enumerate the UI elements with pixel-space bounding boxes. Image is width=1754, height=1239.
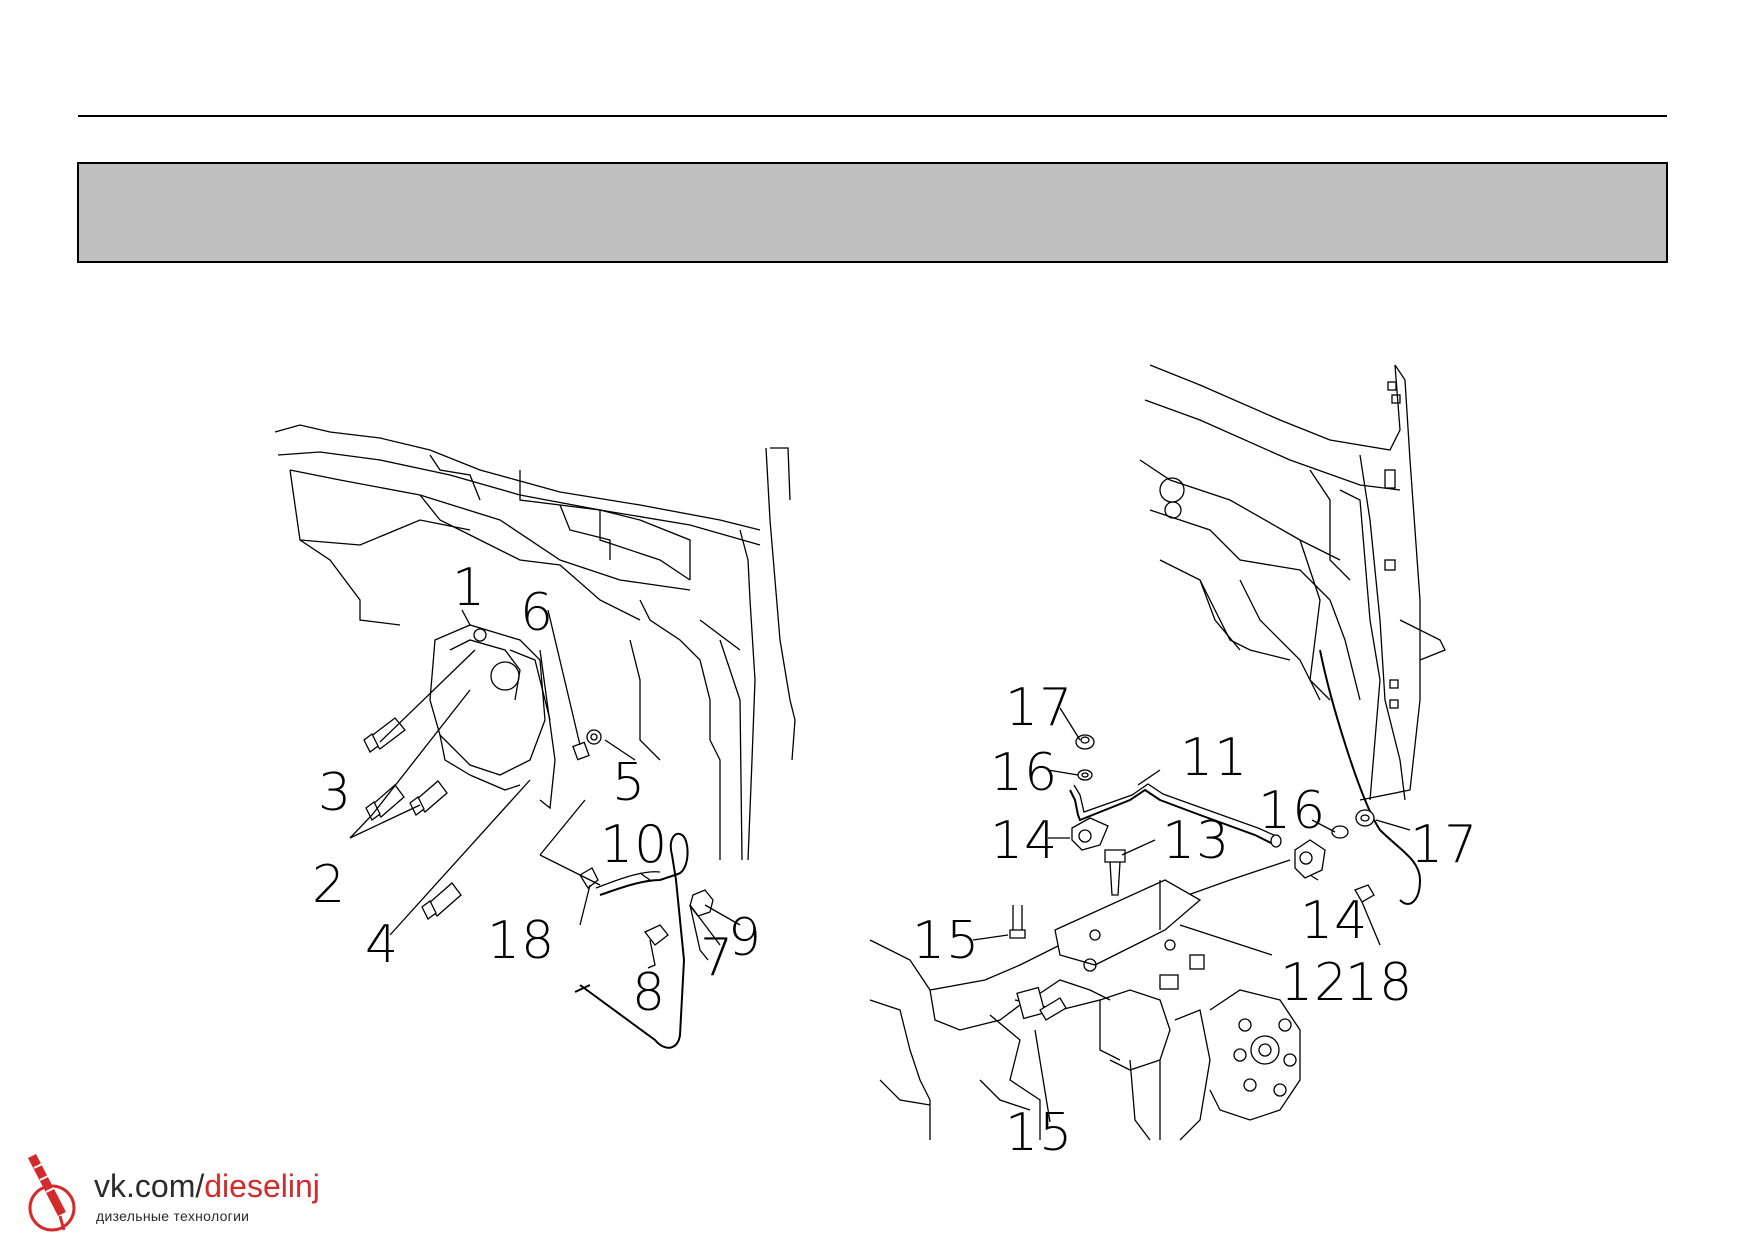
callout-7: 7 xyxy=(700,928,734,988)
watermark-subtitle: дизельные технологии xyxy=(96,1208,250,1224)
callout-11: 11 xyxy=(1180,728,1248,788)
washer-16-right-icon xyxy=(1331,825,1349,839)
watermark-url-highlight: dieselinj xyxy=(204,1168,320,1204)
watermark-url[interactable]: vk.com/dieselinj xyxy=(94,1168,320,1205)
nut-17-left-icon xyxy=(1075,734,1095,750)
right-exploded-view xyxy=(869,364,1446,1141)
callout-14-left: 14 xyxy=(990,811,1058,871)
callout-13: 13 xyxy=(1162,811,1230,871)
callout-9: 9 xyxy=(728,908,762,968)
watermark-url-prefix: vk.com/ xyxy=(94,1168,205,1204)
left-exploded-view xyxy=(274,424,796,1049)
callout-1: 1 xyxy=(452,558,486,618)
bolt-2a-icon xyxy=(365,784,405,821)
callout-16-right: 16 xyxy=(1258,781,1326,841)
top-rule xyxy=(78,115,1667,117)
washer-16-left-icon xyxy=(1077,769,1093,781)
header-band xyxy=(77,162,1668,263)
injector-logo-icon xyxy=(28,1154,76,1232)
callout-3: 3 xyxy=(318,763,352,823)
bolt-2b-icon xyxy=(409,780,448,816)
callout-4: 4 xyxy=(365,915,399,975)
callout-16-left: 16 xyxy=(990,743,1058,803)
nut-17-right-icon xyxy=(1355,809,1375,827)
callout-12: 12 xyxy=(1280,953,1348,1013)
callout-17-right: 17 xyxy=(1410,815,1478,875)
callout-6: 6 xyxy=(520,583,554,643)
callout-5: 5 xyxy=(612,753,646,813)
callout-18-left: 18 xyxy=(487,911,555,971)
left-callouts: 1 2 3 4 5 6 7 8 9 10 18 xyxy=(312,558,762,1023)
bolt-4-icon xyxy=(421,882,462,920)
callout-15-lower: 15 xyxy=(1005,1103,1073,1163)
callout-15-upper: 15 xyxy=(912,911,980,971)
callout-10: 10 xyxy=(600,815,668,875)
right-callouts: 11 12 13 14 14 15 15 16 16 17 17 18 xyxy=(912,678,1478,1163)
callout-14-right: 14 xyxy=(1300,891,1368,951)
callout-2: 2 xyxy=(312,855,346,915)
callout-8: 8 xyxy=(632,963,666,1023)
callout-17-left: 17 xyxy=(1005,678,1073,738)
watermark[interactable]: vk.com/dieselinj дизельные технологии xyxy=(14,1150,320,1235)
callout-18-right: 18 xyxy=(1345,953,1413,1013)
